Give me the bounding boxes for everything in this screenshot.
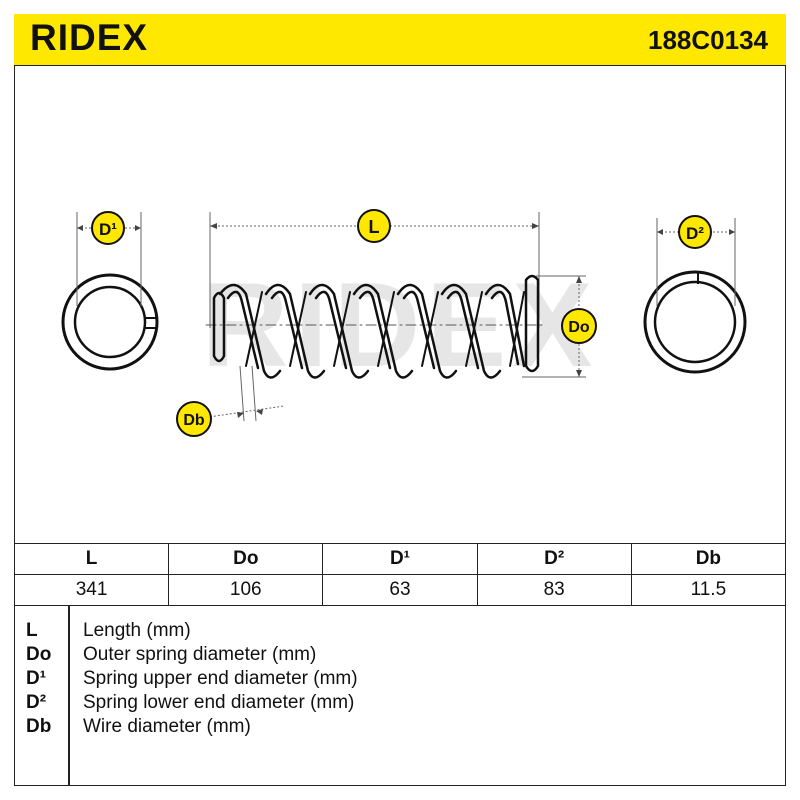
brand-logo: RIDEX: [30, 17, 149, 58]
spec-value-db: 11.5: [630, 574, 787, 606]
legend-item: Db Wire diameter (mm): [14, 715, 786, 739]
upper-end-ring: [61, 273, 159, 371]
do-label: Do: [568, 319, 590, 336]
header-bar: [14, 14, 786, 66]
db-badge: Db: [176, 401, 212, 437]
spring-diagram-svg: RIDEX D¹ L: [61, 209, 747, 437]
legend-item: D¹ Spring upper end diameter (mm): [14, 667, 786, 691]
d2-badge: D²: [678, 215, 712, 249]
l-label: L: [369, 217, 380, 237]
legend: L Length (mm) Do Outer spring diameter (…: [14, 606, 786, 786]
spring-coil: [205, 274, 545, 379]
legend-key: L: [26, 620, 38, 641]
spec-header-do: Do: [168, 543, 324, 575]
spec-value-do: 106: [168, 574, 324, 606]
legend-key: D²: [26, 692, 47, 713]
legend-item: D² Spring lower end diameter (mm): [14, 691, 786, 715]
lower-end-ring: [643, 270, 747, 374]
legend-key: Db: [26, 716, 52, 737]
legend-item: L Length (mm): [14, 619, 786, 643]
spec-table: L Do D¹ D² Db 341 106 63 83 11.5: [13, 543, 787, 606]
spec-value-row: 341 106 63 83 11.5: [13, 574, 787, 606]
spec-value-d1: 63: [322, 574, 478, 606]
legend-desc: Wire diameter (mm): [83, 716, 251, 737]
part-number: 188C0134: [648, 25, 768, 55]
legend-desc: Spring upper end diameter (mm): [83, 668, 358, 689]
legend-desc: Length (mm): [83, 620, 191, 641]
l-badge: L: [357, 209, 391, 243]
legend-item: Do Outer spring diameter (mm): [14, 643, 786, 667]
db-dimension: [201, 365, 285, 422]
spec-header-row: L Do D¹ D² Db: [13, 543, 787, 575]
db-label: Db: [183, 412, 205, 429]
d2-label: D²: [686, 224, 704, 243]
d2-dimension: [656, 218, 736, 306]
spec-header-d1: D¹: [322, 543, 478, 575]
legend-desc: Spring lower end diameter (mm): [83, 692, 355, 713]
legend-divider: [68, 606, 70, 786]
spec-header-l: L: [13, 543, 170, 575]
spec-value-d2: 83: [476, 574, 632, 606]
spring-drawing: RIDEX D¹ L: [14, 66, 786, 544]
spec-header-d2: D²: [476, 543, 632, 575]
spec-value-l: 341: [13, 574, 170, 606]
legend-desc: Outer spring diameter (mm): [83, 644, 317, 665]
do-badge: Do: [561, 308, 597, 344]
legend-key: D¹: [26, 668, 47, 689]
legend-key: Do: [26, 644, 52, 665]
d1-badge: D¹: [91, 211, 125, 245]
d1-label: D¹: [99, 220, 117, 239]
spec-header-db: Db: [630, 543, 787, 575]
do-dimension: [522, 275, 586, 378]
